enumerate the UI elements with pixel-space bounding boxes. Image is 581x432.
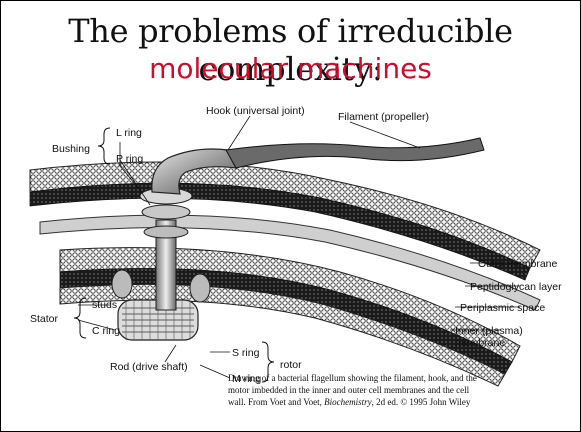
label-periplasmic-space: Periplasmic space: [460, 302, 545, 314]
figure-caption: Drawing of a bacterial flagellum showing…: [228, 372, 578, 408]
bushing-brace: [98, 128, 110, 164]
caption-line-1: Drawing of a bacterial flagellum showing…: [228, 372, 578, 384]
label-inner-membrane: Inner (plasma): [455, 325, 523, 337]
filament: [226, 138, 484, 168]
label-l-ring: L ring: [116, 127, 142, 139]
label-inner-membrane-2: membrane: [455, 337, 505, 349]
caption-book-title: Biochemistry: [324, 397, 372, 407]
label-studs: studs: [92, 299, 117, 311]
label-s-ring: S ring: [232, 347, 260, 359]
label-filament: Filament (propeller): [338, 111, 429, 123]
label-hook: Hook (universal joint): [206, 105, 305, 117]
label-p-ring: P ring: [116, 153, 143, 165]
label-rod: Rod (drive shaft): [110, 361, 188, 373]
label-peptidoglycan: Peptidoglycan layer: [470, 281, 562, 293]
label-outer-membrane: Outer membrane: [478, 258, 558, 270]
caption-line-2: motor imbedded in the inner and outer ce…: [228, 384, 578, 396]
stator-brace: [74, 298, 86, 338]
caption-line-3-post: , 2d ed. © 1995 John Wiley: [372, 397, 471, 407]
caption-line-3: wall. From Voet and Voet, Biochemistry, …: [228, 396, 578, 408]
label-stator: Stator: [30, 313, 59, 325]
label-rotor: rotor: [280, 359, 302, 371]
label-bushing: Bushing: [52, 143, 90, 155]
caption-line-3-pre: wall. From Voet and Voet,: [228, 397, 324, 407]
lp-ring-bushing: [140, 188, 192, 238]
label-c-ring: C ring: [92, 325, 120, 337]
